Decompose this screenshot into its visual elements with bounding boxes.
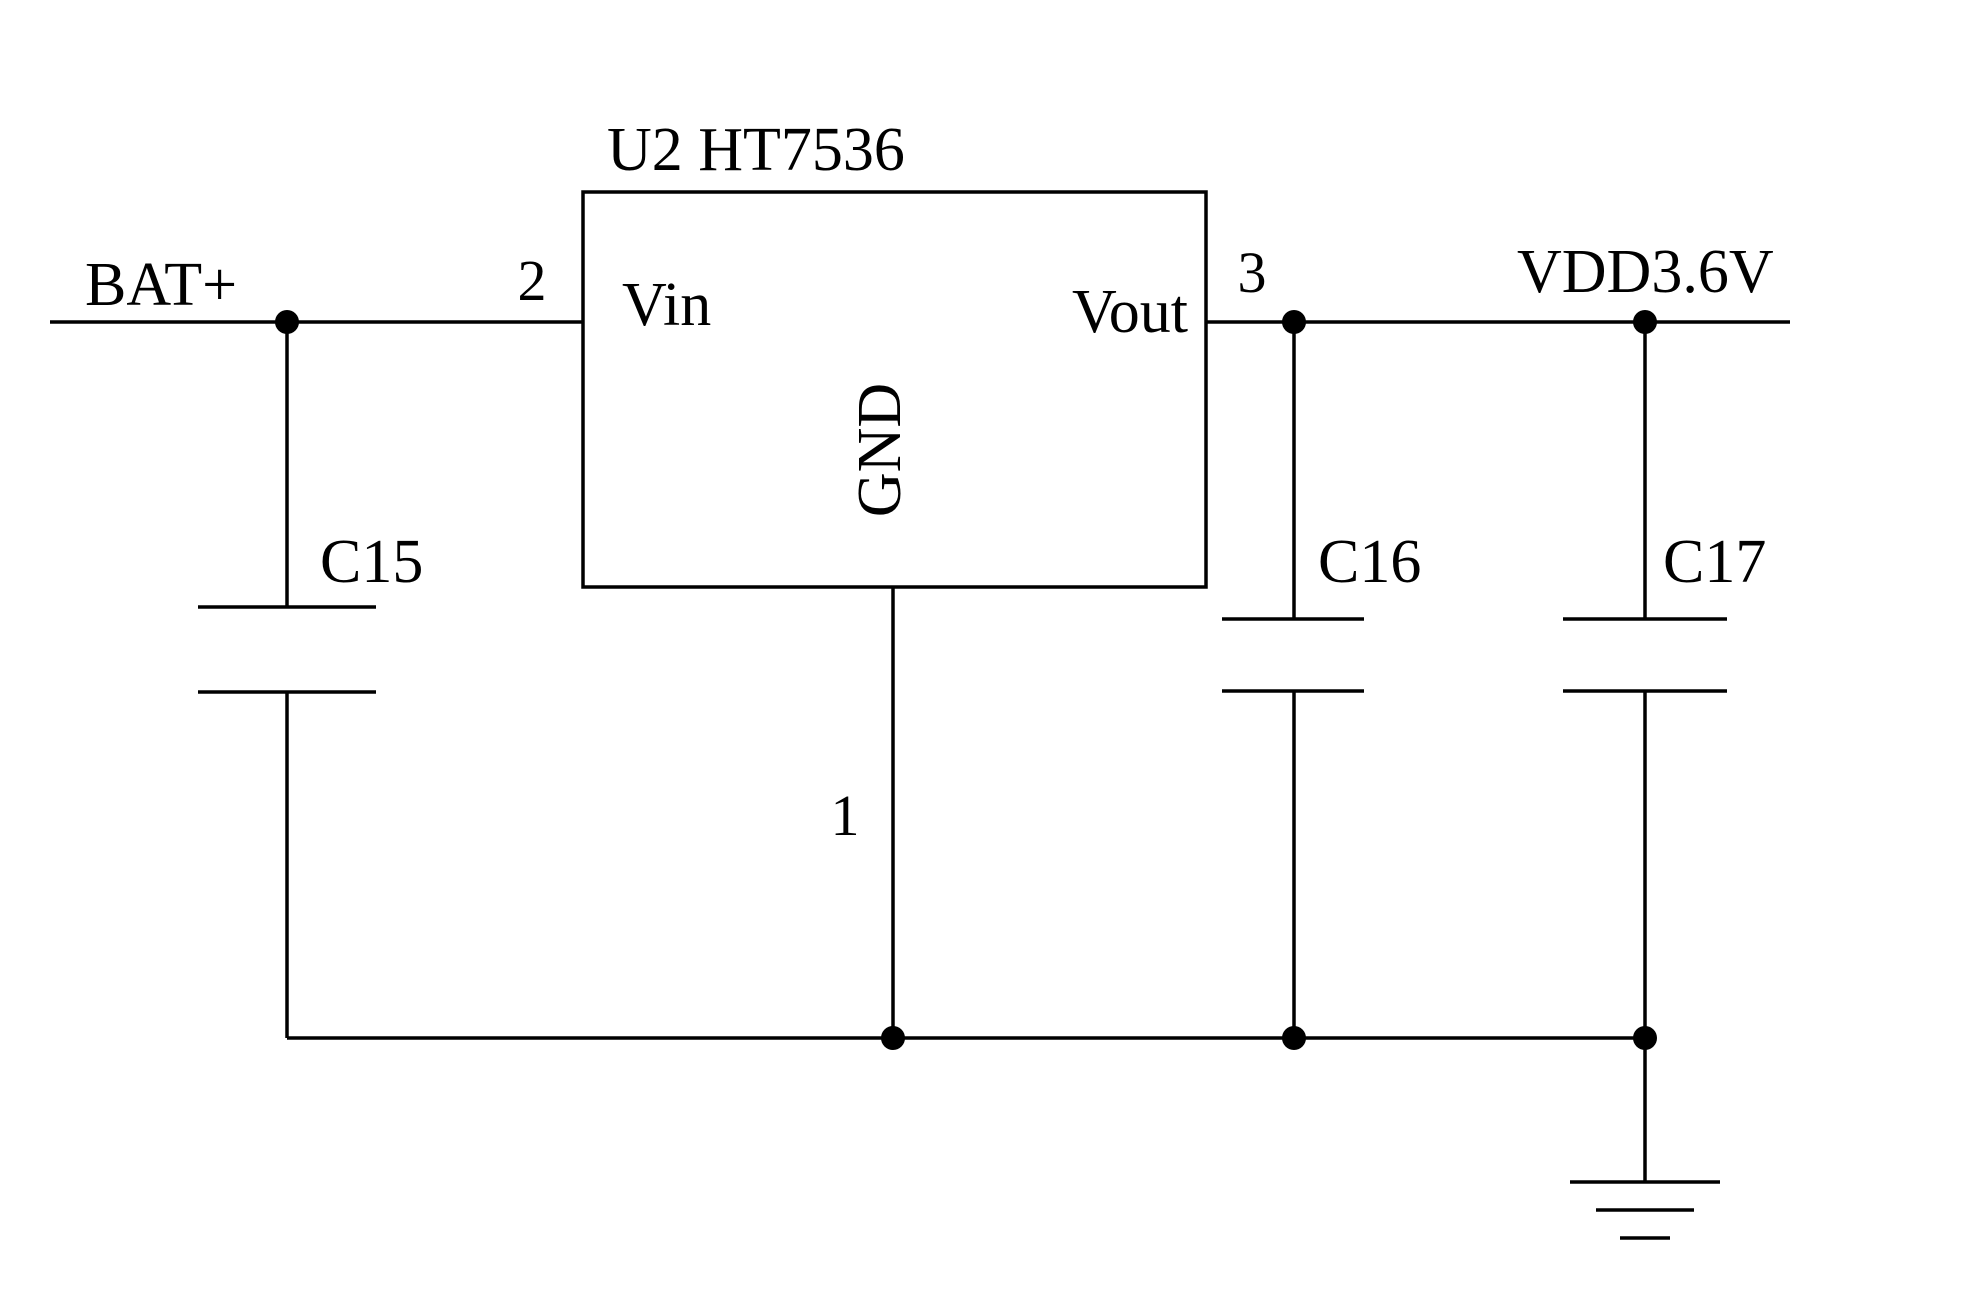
ic-reference-label: U2 HT7536 [607,116,905,184]
capacitor-c16: C16 [1222,322,1421,1038]
net-bat-plus: BAT+ [50,251,583,324]
junction-bus-c16 [1282,1026,1306,1050]
junction-bus-c17 [1633,1026,1657,1050]
junction-output-c16 [1282,310,1306,334]
pin-number-3: 3 [1238,240,1267,305]
junction-output-c17 [1633,310,1657,334]
ground-symbol [1570,1180,1720,1240]
c16-reference-label: C16 [1318,528,1421,596]
net-label-bat-plus: BAT+ [85,251,237,319]
ic-pin-label-vin: Vin [622,271,711,339]
pin-number-2: 2 [518,248,547,313]
junction-dots [275,310,1657,1050]
pin-number-1: 1 [831,783,860,848]
c15-reference-label: C15 [320,528,423,596]
junction-input-c15 [275,310,299,334]
c17-reference-label: C17 [1663,528,1766,596]
ic-u2-ht7536: U2 HT7536 Vin Vout GND 2 3 1 [518,116,1267,848]
capacitor-c15: C15 [198,322,423,1038]
ground-net [287,587,1720,1240]
capacitor-c17: C17 [1563,322,1766,1038]
net-label-vdd-3v6: VDD3.6V [1517,238,1774,306]
ic-pin-label-gnd: GND [846,383,914,517]
junction-bus-gnd-pin [881,1026,905,1050]
ic-pin-label-vout: Vout [1072,278,1188,346]
